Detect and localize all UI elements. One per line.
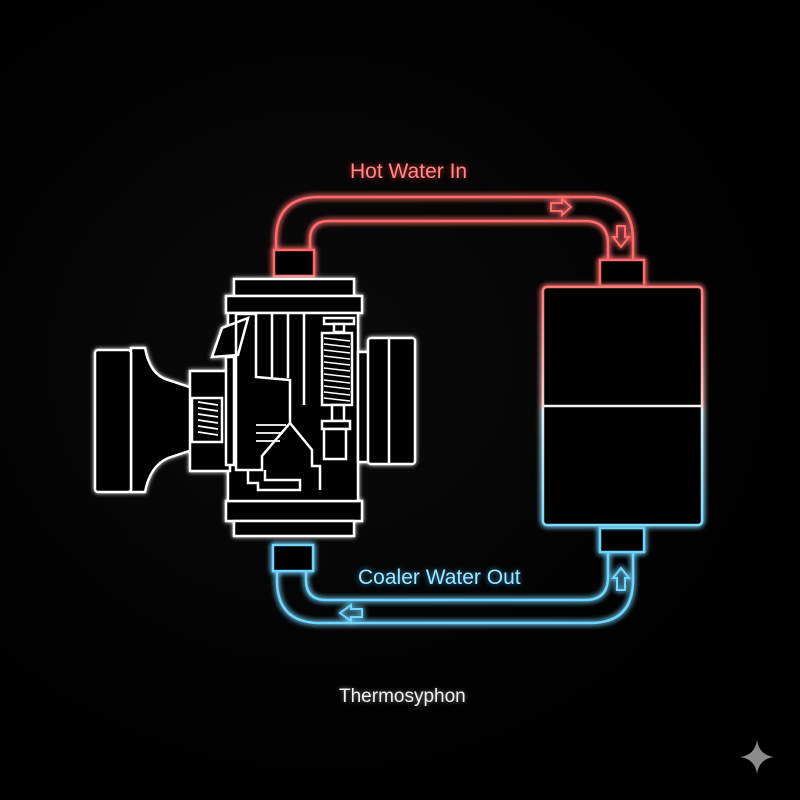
cold-water-label: Coaler Water Out — [358, 566, 521, 589]
engine-cross-section — [93, 277, 417, 538]
cold-pipe — [271, 526, 646, 625]
hot-water-label: Hot Water In — [350, 160, 468, 183]
arrow-up-icon — [610, 566, 632, 591]
hot-pipe — [272, 195, 646, 288]
arrow-down-icon — [610, 225, 632, 249]
tank — [541, 285, 704, 527]
diagram-caption: Thermosyphon — [339, 686, 466, 707]
arrow-left-icon — [338, 603, 363, 623]
sparkle-icon — [740, 740, 774, 774]
arrow-right-icon — [550, 196, 573, 218]
